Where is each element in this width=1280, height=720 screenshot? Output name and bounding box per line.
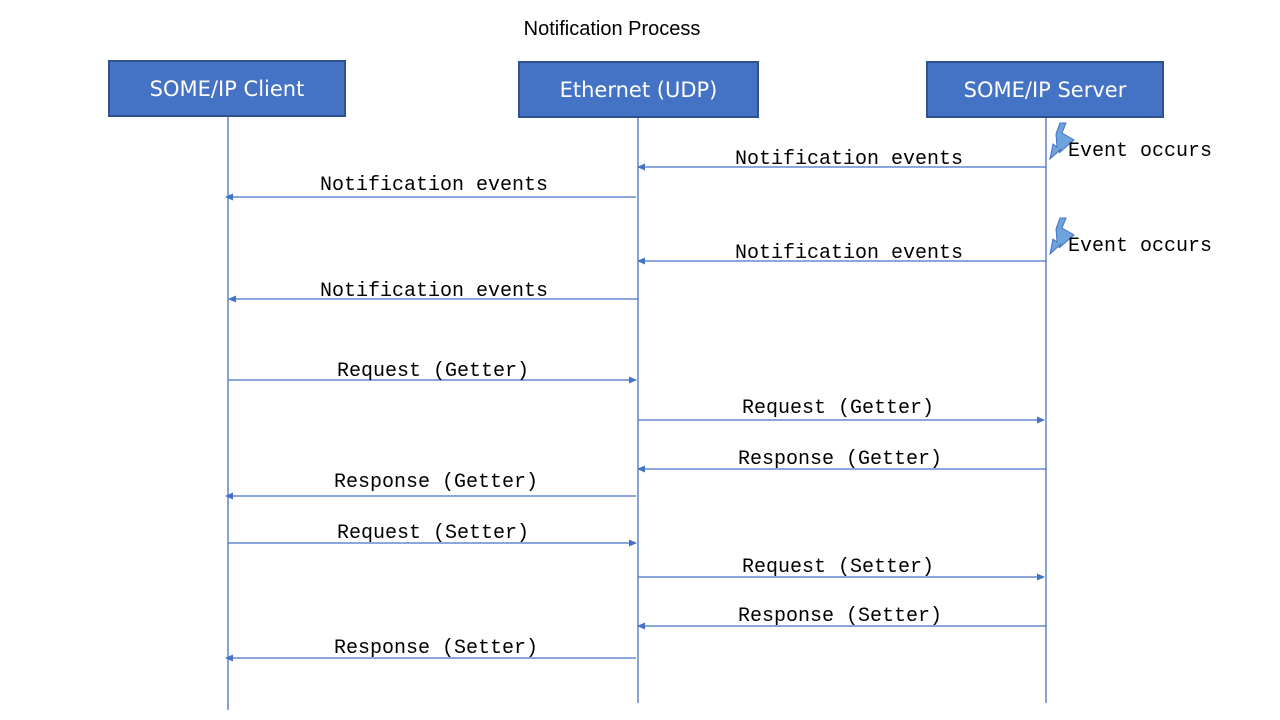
event-label: Event occurs: [1068, 140, 1212, 163]
message-label: Notification events: [320, 174, 548, 197]
message: Response (Getter): [637, 448, 1046, 473]
message-label: Notification events: [735, 242, 963, 265]
message: Request (Setter): [228, 522, 637, 547]
message: Request (Getter): [638, 397, 1045, 424]
message: Notification events: [228, 280, 638, 303]
message: Response (Setter): [637, 605, 1046, 630]
message: Request (Getter): [228, 360, 637, 384]
message-label: Response (Getter): [738, 448, 942, 471]
message: Notification events: [637, 148, 1046, 171]
lightning-icon: [1049, 122, 1075, 161]
message-label: Response (Getter): [334, 471, 538, 494]
message-label: Request (Getter): [742, 397, 934, 420]
message-label: Request (Getter): [337, 360, 529, 383]
event-marker: Event occurs: [1049, 217, 1212, 258]
actor-some-ip-server: SOME/IP Server: [926, 61, 1164, 118]
message: Response (Setter): [225, 637, 636, 662]
message-label: Notification events: [320, 280, 548, 303]
message-label: Notification events: [735, 148, 963, 171]
message-label: Response (Setter): [334, 637, 538, 660]
message-label: Request (Setter): [337, 522, 529, 545]
message: Response (Getter): [225, 471, 636, 500]
actor-ethernet-udp: Ethernet (UDP): [518, 61, 759, 118]
actor-some-ip-client: SOME/IP Client: [108, 60, 346, 117]
diagram-title: Notification Process: [523, 18, 701, 40]
message: Notification events: [637, 242, 1046, 265]
message: Notification events: [225, 174, 636, 201]
event-marker: Event occurs: [1049, 122, 1212, 163]
message-label: Response (Setter): [738, 605, 942, 628]
event-label: Event occurs: [1068, 235, 1212, 258]
message-label: Request (Setter): [742, 556, 934, 579]
message: Request (Setter): [638, 556, 1045, 581]
lightning-icon: [1049, 217, 1075, 256]
